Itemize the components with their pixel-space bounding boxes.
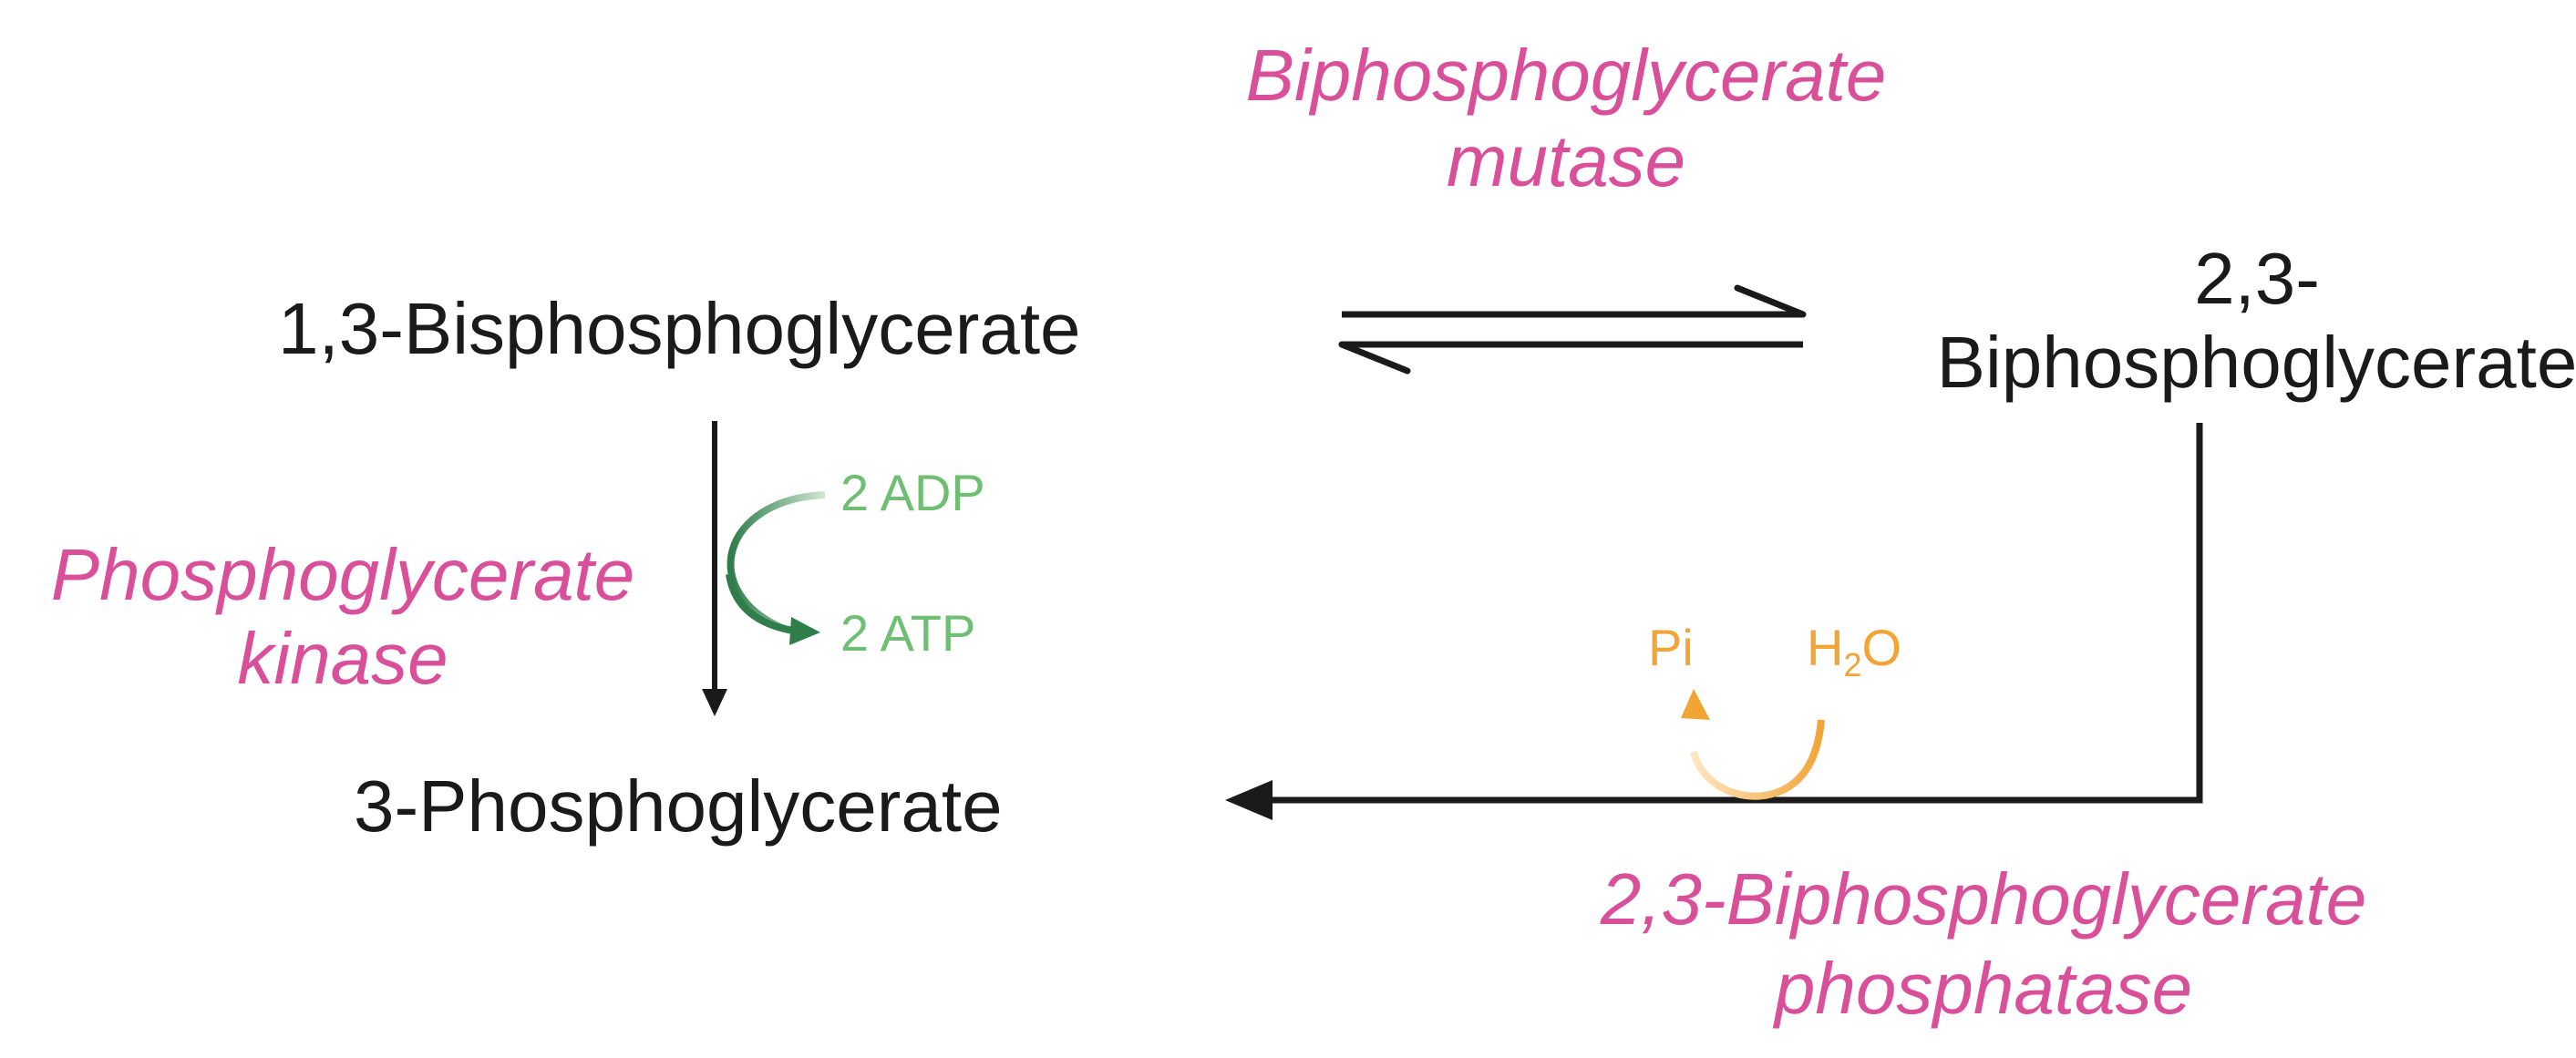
enzyme-biphosphoglycerate-mutase-line2: mutase	[1447, 120, 1685, 201]
cofactor-water: H2O	[1807, 619, 1901, 683]
enzyme-phosphoglycerate-kinase-line1: Phosphoglycerate	[51, 534, 634, 615]
enzyme-biphosphoglycerate-mutase-line1: Biphosphoglycerate	[1246, 35, 1887, 116]
enzyme-phosphoglycerate-kinase-line2: kinase	[237, 618, 448, 699]
enzyme-bpg-phosphatase-line2: phosphatase	[1773, 948, 2192, 1029]
molecule-2-3-biphosphoglycerate-line2: Biphosphoglycerate	[1937, 322, 2576, 403]
enzyme-bpg-phosphatase-line1: 2,3-Biphosphoglycerate	[1600, 858, 2367, 940]
molecule-1-3-bisphosphoglycerate: 1,3-Bisphosphoglycerate	[278, 288, 1081, 369]
kinase-reaction-arrow	[702, 421, 826, 716]
water-o: O	[1861, 619, 1901, 676]
molecule-3-phosphoglycerate: 3-Phosphoglycerate	[354, 765, 1003, 847]
kinase-arrow-head	[702, 689, 727, 716]
molecule-2-3-biphosphoglycerate-line1: 2,3-	[2194, 238, 2320, 319]
adp-atp-curve-dark	[726, 573, 794, 634]
water-subscript: 2	[1843, 646, 1861, 683]
cofactor-pi: Pi	[1648, 619, 1694, 676]
equilibrium-arrows	[1338, 284, 1807, 375]
forward-arrow-barb	[1734, 284, 1807, 318]
reverse-arrow-barb	[1338, 341, 1411, 375]
water-pi-curve	[1690, 719, 1825, 800]
adp-atp-curve	[726, 491, 826, 632]
phosphatase-reaction-arrow	[1225, 423, 2203, 820]
water-h: H	[1807, 619, 1843, 676]
phosphatase-arrow-head	[1225, 780, 1273, 820]
cofactor-2-atp: 2 ATP	[840, 604, 975, 662]
pi-arrow-head	[1681, 689, 1710, 720]
atp-arrow-head	[789, 617, 820, 645]
phosphatase-arrow-path	[1269, 423, 2203, 804]
cofactor-2-adp: 2 ADP	[840, 464, 985, 521]
